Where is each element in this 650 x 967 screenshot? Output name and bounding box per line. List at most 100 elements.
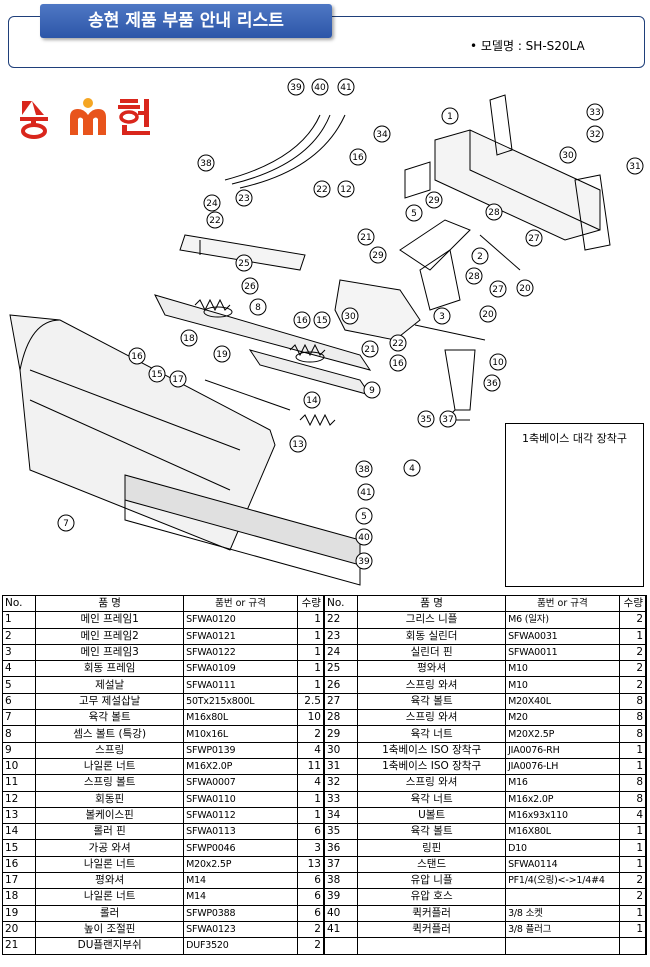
cell-code: M10 — [505, 660, 620, 678]
cell-no: 1 — [1, 611, 37, 629]
svg-text:2: 2 — [477, 252, 483, 262]
cell-qty: 13 — [296, 855, 325, 874]
cell-qty: 1 — [618, 823, 647, 841]
cell-no: 21 — [1, 937, 37, 955]
cell-no: 8 — [1, 725, 37, 743]
cell-no: 2 — [1, 627, 37, 645]
cell-name: 나일론 너트 — [35, 888, 185, 906]
cell-no: 4 — [1, 660, 37, 678]
cell-name: 육각 너트 — [357, 725, 507, 743]
cell-name: 육각 볼트 — [35, 709, 185, 727]
cell-code: M10x16L — [183, 725, 298, 743]
svg-text:39: 39 — [358, 557, 370, 567]
cell-qty: 8 — [618, 774, 647, 792]
cell-no: 29 — [323, 725, 359, 743]
cell-name: 스탠드 — [357, 855, 507, 874]
cell-no: 34 — [323, 806, 359, 825]
cell-qty: 8 — [618, 725, 647, 743]
cell-code: M20X2.5P — [505, 725, 620, 743]
cell-qty: 6 — [296, 872, 325, 890]
cell-name: 나일론 너트 — [35, 855, 185, 874]
cell-no: 22 — [323, 611, 359, 629]
svg-text:16: 16 — [131, 352, 143, 362]
col-header-no: No. — [1, 594, 37, 613]
cell-no: 26 — [323, 676, 359, 694]
cell-no: 6 — [1, 692, 37, 711]
cell-qty: 3 — [296, 839, 325, 857]
cell-code: M16x2.0P — [505, 790, 620, 808]
cell-name: 링핀 — [357, 839, 507, 857]
cell-no: 37 — [323, 855, 359, 874]
svg-text:17: 17 — [172, 375, 183, 385]
svg-text:13: 13 — [292, 440, 303, 450]
svg-text:40: 40 — [314, 83, 326, 93]
exploded-parts-diagram: 39 40 41 1 34 33 32 30 31 16 38 22 12 23… — [9, 78, 644, 586]
cell-no: 24 — [323, 643, 359, 662]
svg-text:19: 19 — [216, 350, 228, 360]
cell-qty: 1 — [618, 627, 647, 645]
cell-name: 롤러 — [35, 904, 185, 922]
cell-name: 유압 호스 — [357, 888, 507, 906]
cell-code: DUF3520 — [183, 937, 298, 955]
cell-name: 볼케이스핀 — [35, 806, 185, 825]
cell-no: 23 — [323, 627, 359, 645]
cell-qty: 8 — [618, 692, 647, 711]
cell-qty: 1 — [296, 611, 325, 629]
cell-no — [323, 937, 359, 955]
cell-code: SFWA0123 — [183, 920, 298, 939]
table-header-row: No. 품 명 품번 or 규격 수량 No. 품 명 품번 or 규격 수량 — [1, 594, 647, 613]
svg-text:31: 31 — [629, 162, 640, 172]
cell-name: 회동핀 — [35, 790, 185, 808]
cell-no: 25 — [323, 660, 359, 678]
svg-text:3: 3 — [439, 312, 445, 322]
svg-text:32: 32 — [589, 130, 600, 140]
cell-code — [505, 937, 620, 955]
svg-text:33: 33 — [589, 108, 600, 118]
svg-text:38: 38 — [358, 465, 370, 475]
cell-name: 메인 프레임3 — [35, 643, 185, 662]
cell-qty: 2 — [618, 660, 647, 678]
cell-qty: 1 — [618, 741, 647, 759]
col-header-no-2: No. — [323, 594, 359, 613]
cell-qty: 2 — [618, 676, 647, 694]
cell-no: 30 — [323, 741, 359, 759]
cell-qty: 11 — [296, 757, 325, 776]
svg-text:36: 36 — [486, 379, 498, 389]
cell-code: SFWA0113 — [183, 823, 298, 841]
svg-text:28: 28 — [468, 272, 480, 282]
cell-no: 27 — [323, 692, 359, 711]
cell-qty: 1 — [618, 904, 647, 922]
cell-code: M20x2.5P — [183, 855, 298, 874]
cell-code: M16x80L — [183, 709, 298, 727]
svg-text:5: 5 — [411, 209, 417, 219]
svg-text:30: 30 — [562, 151, 574, 161]
cell-qty: 2.5 — [296, 692, 325, 711]
cell-code: SFWA0031 — [505, 627, 620, 645]
cell-name: 스프링 와셔 — [357, 709, 507, 727]
svg-text:4: 4 — [409, 464, 415, 474]
cell-code: M16x93x110 — [505, 806, 620, 825]
cell-qty: 6 — [296, 904, 325, 922]
cell-no: 33 — [323, 790, 359, 808]
cell-qty: 1 — [296, 790, 325, 808]
svg-text:40: 40 — [358, 533, 370, 543]
cell-qty: 2 — [296, 937, 325, 955]
svg-text:34: 34 — [376, 130, 388, 140]
cell-code: SFWA0120 — [183, 611, 298, 629]
svg-text:5: 5 — [361, 512, 367, 522]
cell-code: SFWA0121 — [183, 627, 298, 645]
cell-code: M20X40L — [505, 692, 620, 711]
cell-code: SFWA0114 — [505, 855, 620, 874]
cell-qty: 8 — [618, 709, 647, 727]
cell-qty: 1 — [618, 839, 647, 857]
cell-code: M20 — [505, 709, 620, 727]
cell-no: 38 — [323, 872, 359, 890]
